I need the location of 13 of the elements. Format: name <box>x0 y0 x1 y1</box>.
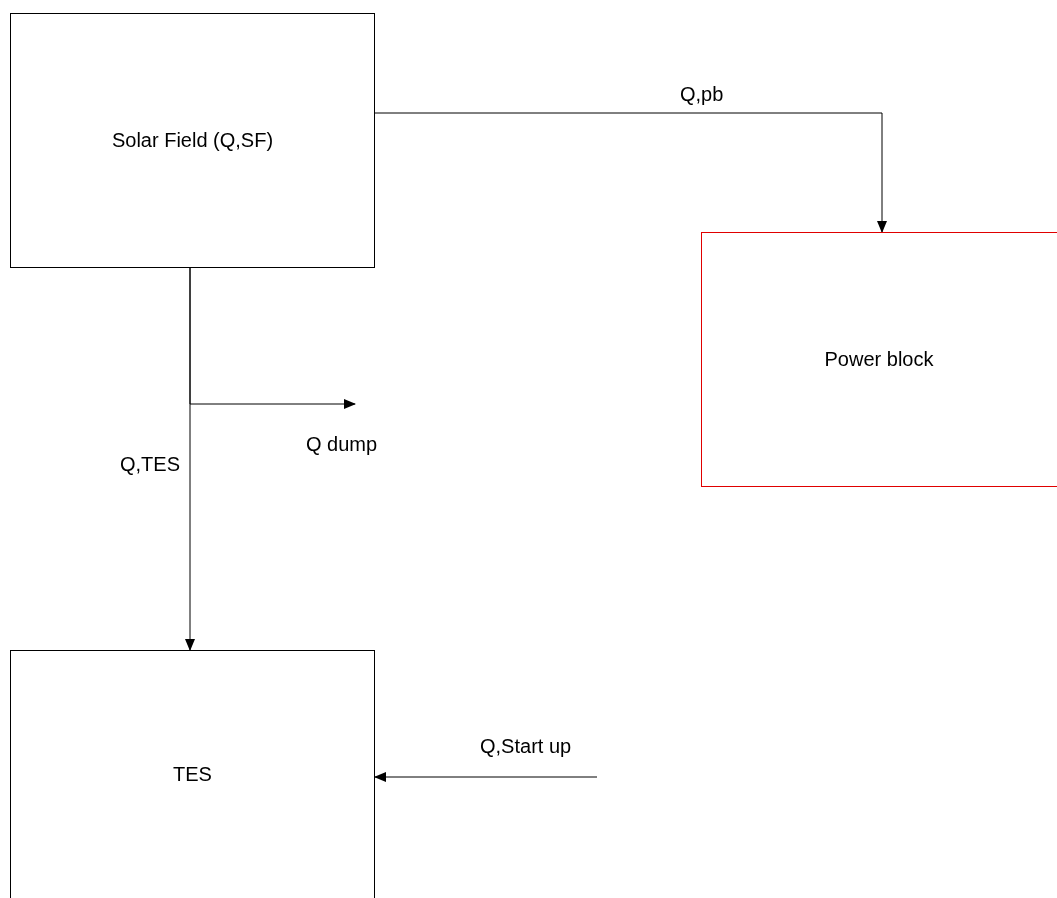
arrow <box>374 112 887 233</box>
box-label: TES <box>173 762 212 786</box>
box-label: Power block <box>824 348 934 371</box>
process-box <box>701 232 1057 487</box>
edge-label: Q,pb <box>680 83 724 106</box>
edge-label: Q,TES <box>120 453 180 476</box>
arrow <box>189 267 356 409</box>
process-box <box>10 650 375 898</box>
process-box <box>10 13 375 268</box>
edge-label: Q dump <box>306 433 378 456</box>
arrow <box>374 772 598 782</box>
edge-label: Q,Start up <box>480 735 572 758</box>
box-label: Solar Field (Q,SF) <box>111 129 274 152</box>
